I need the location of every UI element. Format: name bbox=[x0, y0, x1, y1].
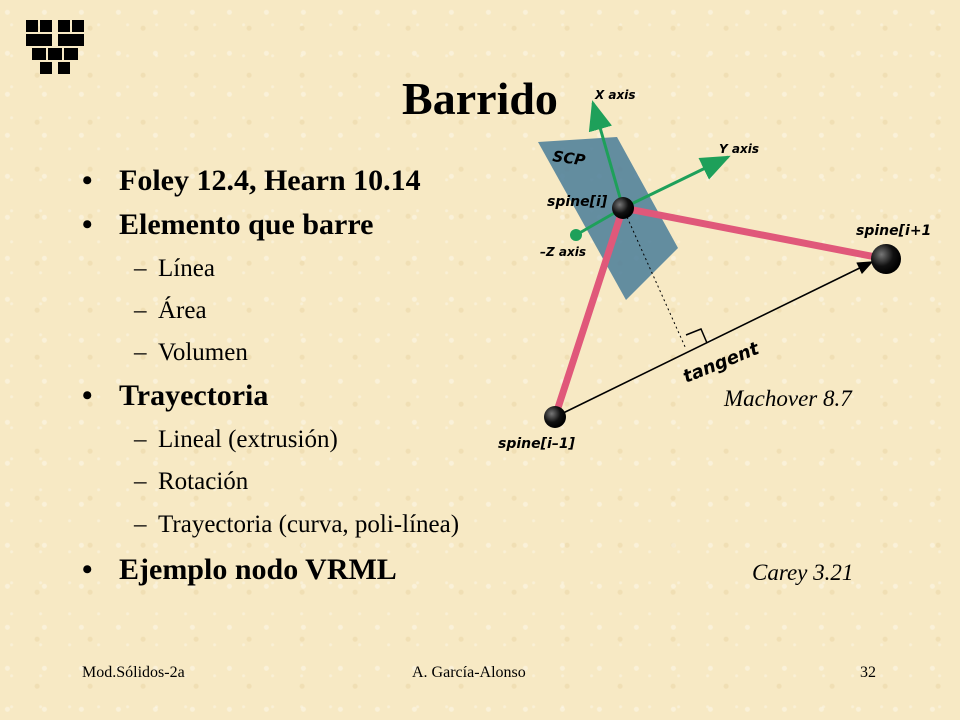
neg-z-axis-label: –Z axis bbox=[540, 245, 586, 259]
dash-marker: – bbox=[134, 511, 147, 538]
footer-author: A. García-Alonso bbox=[412, 664, 526, 681]
scp-plane bbox=[538, 137, 678, 300]
spine-segment-next bbox=[619, 204, 890, 263]
spine-next-label: spine[i+1] bbox=[856, 223, 930, 239]
spine-prev-label: spine[i–1] bbox=[498, 436, 576, 452]
citation-machover: Machover 8.7 bbox=[724, 386, 852, 411]
tangent-label: tangent bbox=[680, 338, 763, 388]
scp-label: SCP bbox=[551, 147, 586, 169]
footer-course: Mod.Sólidos-2a bbox=[82, 664, 185, 681]
spine-node-i bbox=[612, 197, 634, 219]
bullet-marker: • bbox=[82, 553, 93, 586]
sub-item-text: Volumen bbox=[158, 339, 248, 366]
neg-z-axis-tip bbox=[570, 229, 582, 241]
dash-marker: – bbox=[134, 426, 147, 453]
dash-marker: – bbox=[134, 339, 147, 366]
slide-title: Barrido bbox=[402, 73, 558, 124]
bullet-text: Ejemplo nodo VRML bbox=[119, 553, 397, 586]
spine-node-next bbox=[871, 244, 901, 274]
sub-item-text: Lineal (extrusión) bbox=[158, 426, 338, 453]
x-axis-label: X axis bbox=[594, 88, 636, 102]
sub-item-text: Rotación bbox=[158, 468, 249, 495]
right-angle-marker bbox=[685, 328, 708, 344]
spine-segment-prev bbox=[551, 204, 627, 421]
dash-marker: – bbox=[134, 468, 147, 495]
y-axis-arrow bbox=[622, 155, 731, 210]
x-axis-arrow bbox=[588, 100, 625, 209]
sub-item-text: Trayectoria (curva, poli-línea) bbox=[158, 511, 460, 538]
spine-node-prev bbox=[544, 406, 566, 428]
sweep-diagram: X axis Y axis SCP spine[i] –Z axis spine… bbox=[498, 88, 930, 452]
tangent-arrow bbox=[554, 261, 874, 418]
bullet-text: Foley 12.4, Hearn 10.14 bbox=[119, 164, 421, 197]
sub-item-text: Línea bbox=[158, 255, 215, 282]
perpendicular-dotted-line bbox=[622, 207, 687, 350]
footer-page-number: 32 bbox=[860, 664, 876, 681]
bullet-marker: • bbox=[82, 164, 93, 197]
bullet-text: Trayectoria bbox=[119, 379, 269, 412]
bullet-text: Elemento que barre bbox=[119, 208, 374, 241]
university-logo-icon bbox=[26, 20, 84, 74]
bullet-marker: • bbox=[82, 379, 93, 412]
bullet-marker: • bbox=[82, 208, 93, 241]
citation-carey: Carey 3.21 bbox=[752, 560, 854, 585]
sub-item-text: Área bbox=[158, 297, 207, 324]
dash-marker: – bbox=[134, 255, 147, 282]
spine-i-label: spine[i] bbox=[547, 194, 608, 210]
y-axis-label: Y axis bbox=[719, 142, 759, 156]
dash-marker: – bbox=[134, 297, 147, 324]
